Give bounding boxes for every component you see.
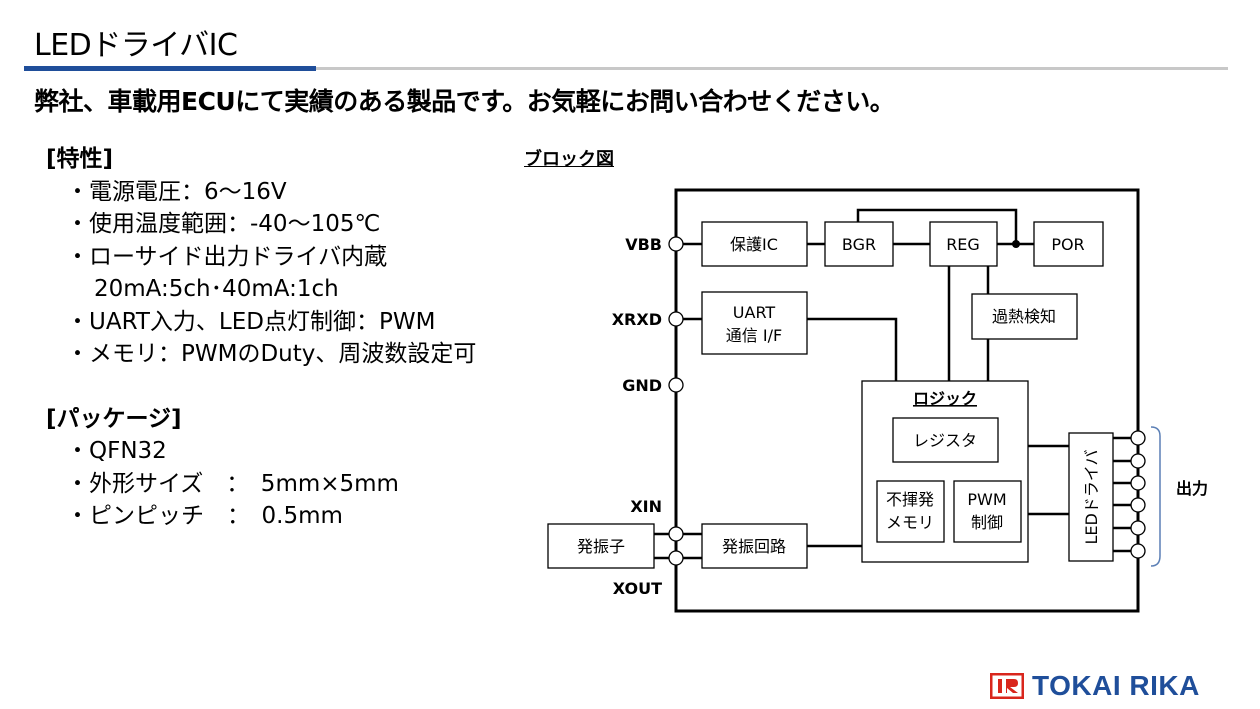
spec-list: [特性] ・電源電圧：6～16V ・使用温度範囲：-40～105℃ ・ローサイド… [46, 143, 476, 533]
uart-label: 通信 I/F [726, 326, 782, 345]
xout-label: XOUT [613, 579, 662, 598]
page-title: LEDドライバIC [34, 28, 238, 63]
logo-text: TOKAI RIKA [1032, 670, 1200, 701]
protect-ic-block [701, 221, 808, 267]
bgr-block [824, 221, 894, 267]
output-pin [1130, 475, 1146, 491]
led-driver-label: LEDドライバ [1082, 449, 1101, 544]
led-driver-block [1068, 432, 1114, 562]
feature-item: ・使用温度範囲：-40～105℃ [66, 211, 381, 237]
register-label: レジスタ [913, 431, 977, 450]
gnd-label: GND [622, 376, 662, 395]
output-label: 出力 [1176, 479, 1208, 498]
crystal-label: 発振子 [577, 537, 625, 556]
feature-item: ・メモリ：PWMのDuty、周波数設定可 [66, 341, 477, 367]
pin-circles [668, 236, 1146, 566]
xout-pin [668, 550, 684, 566]
feature-item: ・ローサイド出力ドライバ内蔵 [66, 243, 388, 270]
package-item: ・外形サイズ ： 5mm×5mm [66, 470, 399, 497]
title-underline-accent [24, 66, 316, 71]
por-label: POR [1051, 235, 1084, 254]
company-logo: TOKAI RIKA [989, 668, 1200, 704]
xin-label: XIN [630, 497, 662, 516]
feature-item: ・UART入力、LED点灯制御：PWM [66, 308, 436, 335]
thermal-detect-block [971, 293, 1078, 340]
output-pin [1130, 543, 1146, 559]
oscillator-circuit-block [701, 523, 808, 569]
output-pin [1130, 430, 1146, 446]
por-block [1033, 221, 1104, 267]
pwm-label: 制御 [971, 513, 1003, 532]
pwm-block [953, 480, 1022, 543]
chip-outline [674, 188, 1140, 613]
protect-ic-label: 保護IC [730, 235, 778, 254]
block-diagram-title: ブロック図 [524, 149, 614, 170]
feature-item: ・電源電圧：6～16V [66, 178, 287, 205]
thermal-detect-label: 過熱検知 [992, 307, 1056, 326]
gnd-pin [668, 377, 684, 393]
features-heading: [特性] [46, 146, 114, 172]
logic-label: ロジック [913, 389, 977, 408]
feature-item-continued: 20mA:5ch･40mA:1ch [94, 276, 339, 302]
junction-dot [1012, 240, 1020, 248]
nvm-block [876, 480, 945, 543]
package-item: ・QFN32 [66, 438, 167, 464]
crystal-block [547, 523, 655, 569]
bgr-label: BGR [842, 235, 876, 254]
output-pin [1130, 520, 1146, 536]
vbb-pin [668, 236, 684, 252]
reg-label: REG [946, 235, 980, 254]
xin-pin [668, 526, 684, 542]
output-pin [1130, 453, 1146, 469]
oscillator-circuit-label: 発振回路 [722, 537, 786, 556]
pwm-label: PWM [967, 490, 1006, 509]
page-subtitle: 弊社、車載用ECUにて実績のある製品です。お気軽にお問い合わせください。 [34, 87, 895, 116]
reg-block [929, 221, 998, 267]
title-underline [316, 67, 1228, 70]
uart-label: UART [733, 303, 776, 322]
tokai-rika-logo-mark [989, 672, 1025, 700]
output-bracket [1150, 426, 1161, 567]
xrxd-label: XRXD [612, 310, 662, 329]
nvm-label: メモリ [886, 513, 934, 532]
register-block [892, 417, 999, 463]
uart-block [701, 291, 808, 355]
package-heading: [パッケージ] [46, 405, 182, 432]
package-item: ・ピンピッチ ： 0.5mm [66, 503, 343, 529]
output-pin [1130, 497, 1146, 513]
vbb-label: VBB [625, 235, 662, 254]
nvm-label: 不揮発 [886, 490, 934, 509]
xrxd-pin [668, 311, 684, 327]
